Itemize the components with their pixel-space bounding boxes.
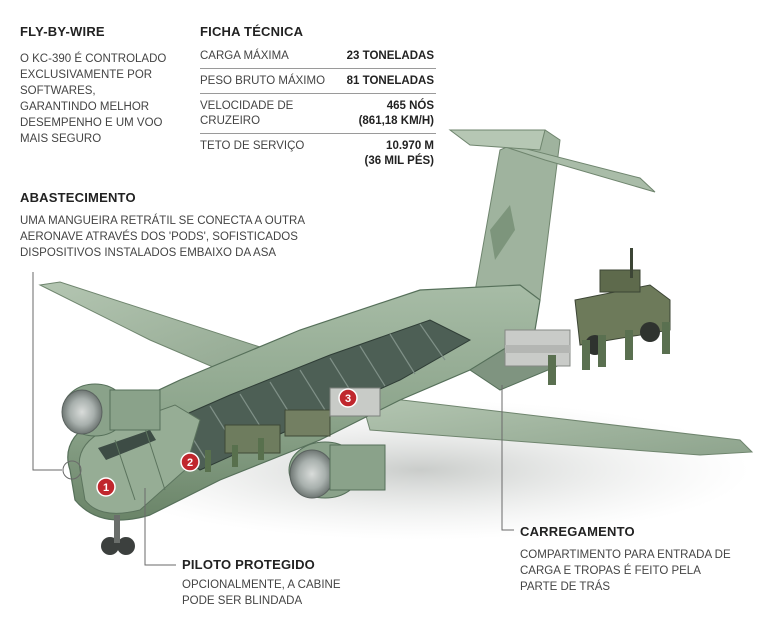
marker-2-label: 2 <box>187 457 193 469</box>
right-wing <box>359 394 754 456</box>
protected-pilot-title: PILOTO PROTEGIDO <box>182 557 315 572</box>
spec-label: CARGA MÁXIMA <box>200 50 289 62</box>
landing-gear <box>101 515 135 555</box>
front-engine <box>61 383 161 437</box>
spec-value: 465 NÓS <box>386 100 434 112</box>
spec-value: 81 TONELADAS <box>346 75 434 87</box>
protected-pilot-description: OPCIONALMENTE, A CABINE PODE SER BLINDAD… <box>182 579 341 607</box>
cockpit-frame <box>114 427 166 501</box>
leader-lines <box>32 272 514 566</box>
marker-3-label: 3 <box>345 393 351 405</box>
loading-description: COMPARTIMENTO PARA ENTRADA DE CARGA E TR… <box>520 549 731 593</box>
refueling-description: UMA MANGUEIRA RETRÁTIL SE CONECTA A OUTR… <box>20 215 305 259</box>
tail-stripes <box>490 205 515 260</box>
spec-row: CARGA MÁXIMA 23 TONELADAS <box>200 44 436 68</box>
spec-row: TETO DE SERVIÇO 10.970 M (36 MIL PÉS) <box>200 133 436 173</box>
horizontal-tail-left <box>448 129 546 151</box>
refuel-pod-highlight <box>62 460 82 480</box>
cargo-pallets <box>504 329 571 367</box>
marker-1-label: 1 <box>103 482 109 494</box>
spec-sheet-title: FICHA TÉCNICA <box>200 24 304 39</box>
fly-by-wire-title: FLY-BY-WIRE <box>20 24 105 39</box>
fly-by-wire-description: O KC-390 É CONTROLADO EXCLUSIVAMENTE POR… <box>20 53 167 145</box>
marker-2: 2 <box>180 452 200 472</box>
spec-value: 23 TONELADAS <box>346 50 434 62</box>
spec-value: 10.970 M <box>386 140 434 152</box>
spec-label: PESO BRUTO MÁXIMO <box>200 75 326 87</box>
loading-title: CARREGAMENTO <box>520 524 635 539</box>
refueling-title: ABASTECIMENTO <box>20 190 136 205</box>
spec-value-sub: (861,18 KM/H) <box>358 115 434 127</box>
marker-3: 3 <box>338 388 358 408</box>
spec-value-sub: (36 MIL PÉS) <box>364 155 434 167</box>
cockpit-windows <box>98 430 156 460</box>
exterior-soldiers <box>548 322 670 385</box>
spec-value-group: 10.970 M (36 MIL PÉS) <box>365 139 434 169</box>
rear-engine <box>288 441 386 499</box>
humvee-vehicle <box>574 248 671 355</box>
spec-label: VELOCIDADE DE CRUZEIRO <box>200 100 294 127</box>
spec-value-group: 465 NÓS (861,18 KM/H) <box>359 99 434 129</box>
spec-row: PESO BRUTO MÁXIMO 81 TONELADAS <box>200 68 436 93</box>
spec-label: TETO DE SERVIÇO <box>200 140 305 152</box>
spec-row: VELOCIDADE DE CRUZEIRO 465 NÓS (861,18 K… <box>200 93 436 133</box>
spec-sheet-table: CARGA MÁXIMA 23 TONELADAS PESO BRUTO MÁX… <box>200 44 436 173</box>
marker-1: 1 <box>96 477 116 497</box>
interior-soldiers <box>205 438 264 472</box>
